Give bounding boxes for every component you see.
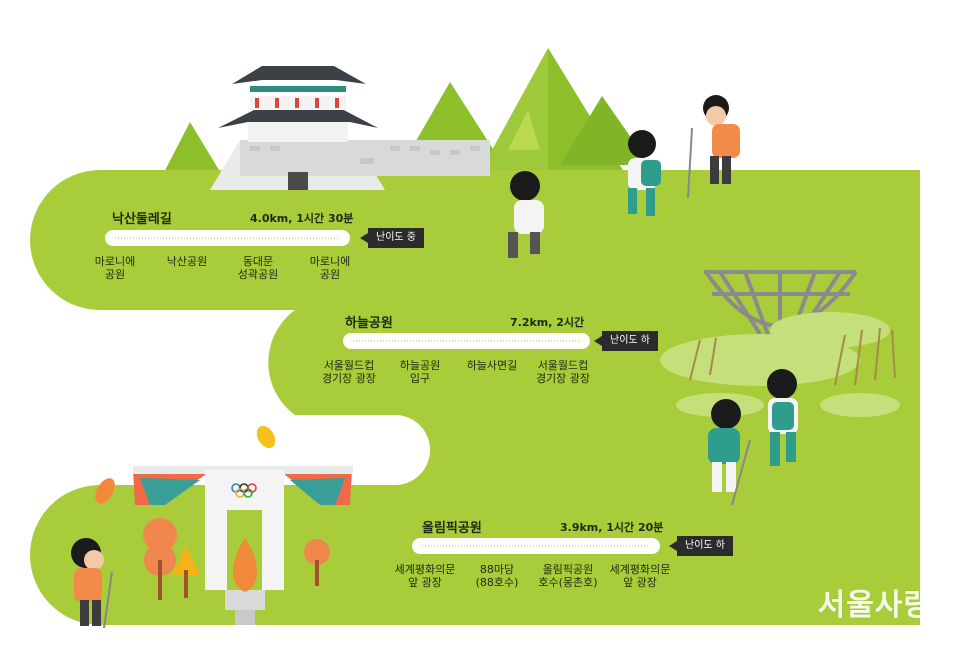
hiker-orange-pack bbox=[687, 95, 740, 199]
stop-label: 동대문 성곽공원 bbox=[237, 255, 279, 281]
mountains bbox=[160, 48, 650, 190]
stop-label: 세계평화의문 앞 광장 bbox=[394, 563, 456, 589]
dongdaemun-gate bbox=[210, 66, 490, 190]
route-title-naksan: 낙산둘레길 bbox=[112, 212, 172, 227]
green-path bbox=[30, 170, 920, 625]
hiker-backpack-green bbox=[628, 130, 661, 216]
hiker-top-center bbox=[508, 171, 544, 258]
difficulty-badge-naksan: 난이도 중 bbox=[360, 228, 424, 248]
difficulty-badge-olympic: 난이도 하 bbox=[669, 536, 733, 556]
stop-label: 서울월드컵 경기장 광장 bbox=[321, 359, 377, 385]
stop-label: 하늘공원 입구 bbox=[399, 359, 441, 385]
route-distance-haneul: 7.2km, 2시간 bbox=[510, 316, 585, 329]
stop-label: 낙산공원 bbox=[166, 255, 208, 268]
stop-label: 마로니에 공원 bbox=[94, 255, 136, 281]
stop-label: 올림픽공원 호수(몽촌호) bbox=[538, 563, 598, 589]
stop-label: 하늘사면길 bbox=[466, 359, 518, 372]
hikers-right bbox=[708, 369, 798, 506]
grass-field bbox=[660, 312, 900, 417]
route-distance-olympic: 3.9km, 1시간 20분 bbox=[560, 521, 664, 534]
hiker-bottom-left bbox=[71, 538, 113, 629]
route-title-haneul: 하늘공원 bbox=[345, 316, 393, 331]
stadium-frame bbox=[704, 270, 858, 342]
stop-label: 마로니에 공원 bbox=[309, 255, 351, 281]
stop-label: 88마당 (88호수) bbox=[475, 563, 519, 589]
route-bars bbox=[105, 230, 660, 554]
stop-label: 세계평화의문 앞 광장 bbox=[609, 563, 671, 589]
stop-label: 서울월드컵 경기장 광장 bbox=[535, 359, 591, 385]
difficulty-badge-haneul: 난이도 하 bbox=[594, 331, 658, 351]
autumn-trees bbox=[95, 425, 330, 600]
peace-gate bbox=[133, 466, 353, 625]
route-title-olympic: 올림픽공원 bbox=[422, 521, 482, 536]
route-distance-naksan: 4.0km, 1시간 30분 bbox=[250, 212, 354, 225]
brand-logo: 서울사랑 bbox=[817, 588, 932, 623]
